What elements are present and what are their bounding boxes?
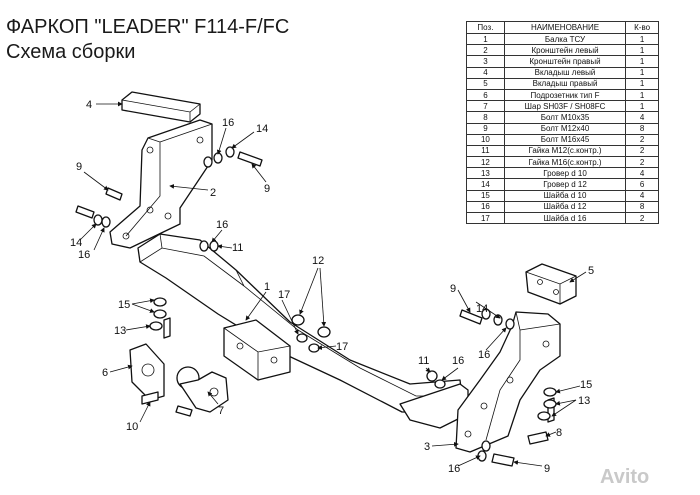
bracket-left (109, 119, 213, 249)
row-qty: 8 (625, 122, 659, 135)
row-name: Гровер d 12 (503, 178, 627, 191)
leader-lines (79, 101, 587, 467)
callout-9: 9 (76, 161, 82, 173)
callout-4: 4 (86, 99, 92, 111)
socket-plate (129, 343, 165, 401)
row-qty: 4 (625, 189, 659, 202)
callout-12: 12 (312, 255, 324, 267)
row-name: Болт М16х45 (503, 133, 627, 146)
diagram-subtitle: Схема сборки (6, 41, 136, 63)
callout-16: 16 (448, 463, 460, 475)
callout-11: 11 (418, 355, 429, 367)
callout-9: 9 (264, 183, 270, 195)
callout-3: 3 (424, 441, 430, 453)
callout-10: 10 (126, 421, 138, 433)
watermark: Avito (600, 466, 650, 488)
callout-16: 16 (78, 249, 90, 261)
bracket-right (455, 311, 561, 453)
parts-table-header: Поз. НАИМЕНОВАНИЕ К-во (466, 21, 659, 34)
callout-16: 16 (216, 219, 228, 231)
callout-17: 17 (336, 341, 348, 353)
row-qty: 2 (625, 133, 659, 146)
row-qty: 8 (625, 200, 659, 214)
row-qty: 2 (625, 211, 659, 225)
row-pos: 11 (466, 144, 505, 158)
row-qty: 2 (625, 156, 659, 169)
callout-8: 8 (556, 427, 562, 439)
row-name: Болт М12х40 (503, 122, 627, 135)
main-beam (137, 233, 469, 429)
row-qty: 6 (625, 178, 659, 191)
callout-14: 14 (476, 303, 488, 315)
callout-15: 15 (580, 379, 592, 391)
row-name: Шайба d 10 (503, 189, 627, 202)
row-qty: 4 (625, 167, 659, 180)
bolts (75, 151, 555, 467)
row-pos: 9 (466, 122, 505, 135)
row-qty: 2 (625, 144, 659, 158)
row-name: Гровер d 10 (503, 167, 627, 180)
insert-right (525, 263, 577, 305)
callout-16: 16 (222, 117, 234, 129)
callout-labels: 4 16 14 9 9 2 14 16 16 11 12 1 17 17 15 … (70, 99, 594, 475)
callout-13: 13 (114, 325, 126, 337)
callout-11: 11 (232, 242, 243, 254)
callout-16: 16 (478, 349, 490, 361)
callout-16: 16 (452, 355, 464, 367)
callout-1: 1 (264, 281, 270, 293)
callout-7: 7 (218, 405, 224, 417)
row-pos: 10 (466, 133, 505, 146)
callout-6: 6 (102, 367, 108, 379)
callout-9: 9 (450, 283, 456, 295)
callout-2: 2 (210, 187, 216, 199)
callout-17: 17 (278, 289, 290, 301)
callout-14: 14 (70, 237, 82, 249)
row-name: Шайба d 16 (503, 211, 627, 225)
callout-9: 9 (544, 463, 550, 475)
row-name: Гайка М16(с.контр.) (503, 156, 627, 169)
callout-15: 15 (118, 299, 130, 311)
row-name: Гайка М12(с.контр.) (503, 144, 627, 158)
insert-left (121, 91, 201, 123)
callout-5: 5 (588, 265, 594, 277)
callout-13: 13 (578, 395, 590, 407)
row-name: Шайба d 12 (503, 200, 627, 214)
diagram-title: ФАРКОП "LEADER" F114-F/FC (6, 16, 290, 38)
callout-14: 14 (256, 123, 268, 135)
